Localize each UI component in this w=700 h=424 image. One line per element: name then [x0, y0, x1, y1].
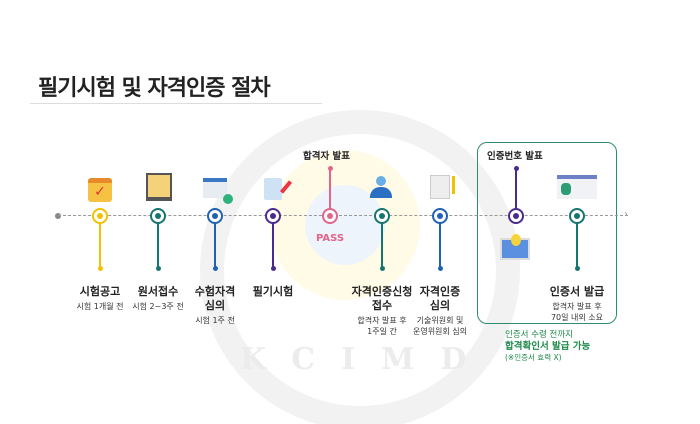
step-connector [157, 216, 159, 268]
title-underline [30, 103, 322, 104]
step-node [92, 208, 108, 224]
note-line-2: 합격확인서 발급 가능 [505, 341, 591, 352]
step-node [150, 208, 166, 224]
step-label: 자격인증 심의 [419, 285, 461, 312]
step-node [265, 208, 281, 224]
step-sublabel: 시험 2~3주 전 [132, 302, 184, 311]
kcimd-watermark: KCIMD [240, 342, 493, 377]
step-node [569, 208, 585, 224]
step-connector [381, 216, 383, 268]
certificate-note: 인증서 수령 전까지 합격확인서 발급 가능 (※인증서 효력 X) [505, 330, 590, 363]
step-connector [439, 216, 441, 268]
step-node [374, 208, 390, 224]
step-label: 필기시험 [252, 285, 294, 298]
step-sublabel: 시험 1개월 전 [76, 302, 124, 311]
timeline-start [55, 213, 61, 219]
step-label: 인증서 발급 [549, 285, 605, 298]
step-label: 수험자격 심의 [194, 285, 236, 312]
step-connector-end [327, 166, 333, 171]
cert-number-announcement-label: 인증번호 발표 [487, 151, 543, 162]
timeline-line [58, 215, 628, 216]
step-connector [515, 168, 517, 216]
step-connector [214, 216, 216, 268]
step-label: 원서접수 [137, 285, 179, 298]
timeline-arrow-icon: › [624, 209, 628, 220]
monitor-lightbulb-icon [500, 234, 530, 260]
step-node [322, 208, 338, 224]
review-sheet-icon [430, 175, 455, 199]
calendar-check-icon: ✓ [88, 178, 112, 202]
step-sublabel: 기술위원회 및 운영위원회 심의 [412, 316, 468, 336]
step-connector [576, 216, 578, 268]
step-connector-end [574, 266, 580, 271]
step-connector-end [155, 266, 161, 271]
step-node [432, 208, 448, 224]
note-line-3: (※인증서 효력 X) [505, 353, 562, 362]
cert-number-highlight-box [477, 142, 617, 324]
step-connector-end [212, 266, 218, 271]
page-title: 필기시험 및 자격인증 절차 [38, 76, 271, 101]
step-label: 시험공고 [79, 285, 121, 298]
step-connector [329, 168, 331, 216]
step-sublabel: 시험 1주 전 [195, 316, 235, 325]
step-node [207, 208, 223, 224]
step-sublabel: 합격자 발표 후 70일 내외 소요 [550, 302, 604, 322]
checklist-search-icon [203, 178, 233, 204]
pass-badge-icon: PASS [316, 233, 345, 244]
step-connector-end [97, 266, 103, 271]
step-node [508, 208, 524, 224]
pass-announcement-label: 합격자 발표 [303, 151, 351, 162]
certificate-id-card-icon [557, 175, 597, 199]
step-connector-end [513, 166, 519, 171]
laptop-envelope-icon [146, 173, 172, 201]
note-line-1: 인증서 수령 전까지 [505, 330, 573, 340]
step-connector-end [270, 266, 276, 271]
document-pen-icon [264, 178, 293, 200]
step-connector [272, 216, 274, 268]
user-pen-icon [370, 176, 392, 198]
step-connector-end [437, 266, 443, 271]
step-label: 자격인증신청 접수 [351, 285, 413, 312]
step-connector-end [379, 266, 385, 271]
gear-center-watermark [305, 185, 385, 265]
step-connector [99, 216, 101, 268]
step-sublabel: 합격자 발표 후 1주일 간 [357, 316, 407, 336]
